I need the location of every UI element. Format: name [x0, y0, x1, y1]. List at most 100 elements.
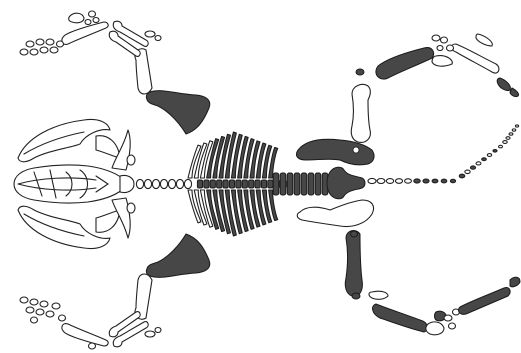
caudal-vertebra: [405, 179, 412, 183]
digit-lower-bone-1: [510, 277, 520, 287]
tibia-lower: [373, 304, 428, 332]
lumbar-vertebra: [287, 173, 293, 195]
tail-vertebrae: [368, 125, 519, 184]
phalanx-lower-2: [30, 299, 38, 305]
carpal-upper-5: [85, 20, 91, 25]
lumbar-vertebra: [315, 173, 321, 195]
caudal-vertebra: [386, 179, 393, 184]
tarsal-lower-1: [426, 322, 444, 335]
ischium-lower: [297, 200, 373, 227]
phalanx-upper-7: [50, 47, 58, 53]
lumbar-vertebra: [301, 173, 307, 195]
cervical-vertebra: [160, 179, 167, 188]
skull-post-process-lower: [96, 210, 120, 232]
caudal-vertebra: [459, 174, 465, 178]
coracoid-upper: [127, 155, 135, 165]
caudal-vertebra: [515, 125, 518, 127]
caudal-vertebra: [377, 178, 385, 183]
femur-upper: [351, 84, 370, 142]
ilium-upper: [296, 139, 374, 164]
phalanx-upper-3: [40, 47, 48, 53]
cervical-vertebra: [168, 179, 175, 188]
phalanx-upper-4: [26, 41, 34, 47]
forelimb-lower: [20, 274, 161, 349]
tarsal-upper-2: [441, 37, 448, 43]
fibula-upper: [432, 56, 452, 67]
dorsal-vertebra: [261, 180, 266, 188]
caudal-vertebra: [450, 179, 455, 182]
scapula-upper: [146, 91, 209, 134]
caudal-vertebra: [441, 179, 447, 183]
coracoid-lower: [127, 203, 135, 213]
cervical-vertebra: [152, 179, 159, 188]
caudal-vertebra: [482, 158, 487, 161]
caudal-vertebra: [423, 179, 429, 183]
cervical-vertebra: [184, 179, 191, 188]
metatarsal-upper: [452, 44, 499, 73]
tarsal-lower-3: [444, 315, 452, 321]
dorsal-vertebra: [236, 180, 241, 188]
lumbar-vertebra: [273, 173, 279, 195]
dorsal-vertebra: [255, 180, 260, 188]
phalanx-upper-2: [30, 49, 38, 55]
dorsal-vertebra: [229, 180, 234, 188]
lumbar-vertebra: [280, 173, 286, 195]
caudal-vertebra: [465, 170, 470, 173]
tarsal-upper-4: [437, 46, 443, 51]
metacarpal-upper: [62, 22, 108, 44]
phalanx-lower-5: [36, 309, 44, 315]
carpal-upper-4: [93, 18, 99, 23]
skull-condyle: [120, 175, 134, 192]
scapula-lower: [146, 234, 209, 277]
dorsal-vertebra: [210, 180, 215, 188]
fibula-lower: [369, 291, 388, 299]
lumbar-vertebra: [294, 173, 300, 195]
phalanx-lower-6: [46, 311, 54, 317]
acetabulum-upper: [353, 147, 359, 153]
skull-post-process-upper: [96, 136, 120, 158]
caudal-vertebra: [493, 149, 497, 152]
tarsal-upper-3: [447, 45, 454, 51]
sacrum-process: [327, 167, 365, 199]
metacarpal-lower: [62, 324, 108, 346]
digit-upper-bone-3: [476, 34, 492, 46]
hindlimb-lower: [345, 231, 520, 335]
caudal-vertebra: [509, 133, 513, 135]
caudal-vertebra: [395, 179, 402, 184]
cervical-vertebra: [144, 179, 151, 188]
carpal-upper-3: [89, 11, 96, 17]
phalanx-lower-7: [52, 303, 60, 309]
hindlimb-upper: [351, 34, 518, 142]
caudal-vertebra: [503, 141, 507, 144]
digit-upper-bone-2: [510, 88, 519, 97]
forelimb-upper: [20, 11, 161, 94]
caudal-vertebra: [470, 166, 475, 169]
caudal-vertebra: [476, 162, 481, 165]
carpal-lower-2: [155, 328, 161, 333]
metatarsal-lower: [459, 288, 511, 315]
dorsal-vertebra: [223, 180, 228, 188]
carpal-upper-2: [155, 36, 161, 41]
caudal-vertebra: [368, 178, 376, 183]
caudal-vertebra: [487, 154, 491, 157]
phalanx-lower-3: [40, 301, 48, 307]
dorsal-vertebra: [217, 180, 222, 188]
cervical-vertebra: [136, 179, 143, 188]
cervical-vertebra: [176, 179, 183, 188]
digit-upper-bone-1: [497, 78, 510, 91]
phalanx-lower-8: [59, 315, 66, 321]
carpal-lower-3: [89, 343, 96, 349]
tarsal-lower-5: [449, 323, 456, 329]
phalanx-lower-9: [31, 317, 38, 323]
patella-upper: [356, 69, 364, 75]
femur-lower: [345, 231, 362, 297]
dorsal-vertebra: [268, 180, 273, 188]
dorsal-vertebra: [242, 180, 247, 188]
caudal-vertebra: [414, 179, 421, 183]
phalanx-upper-1: [20, 49, 28, 55]
dorsal-vertebra: [249, 180, 254, 188]
phalanx-lower-1: [20, 297, 28, 303]
digit-upper-1: [69, 13, 84, 23]
